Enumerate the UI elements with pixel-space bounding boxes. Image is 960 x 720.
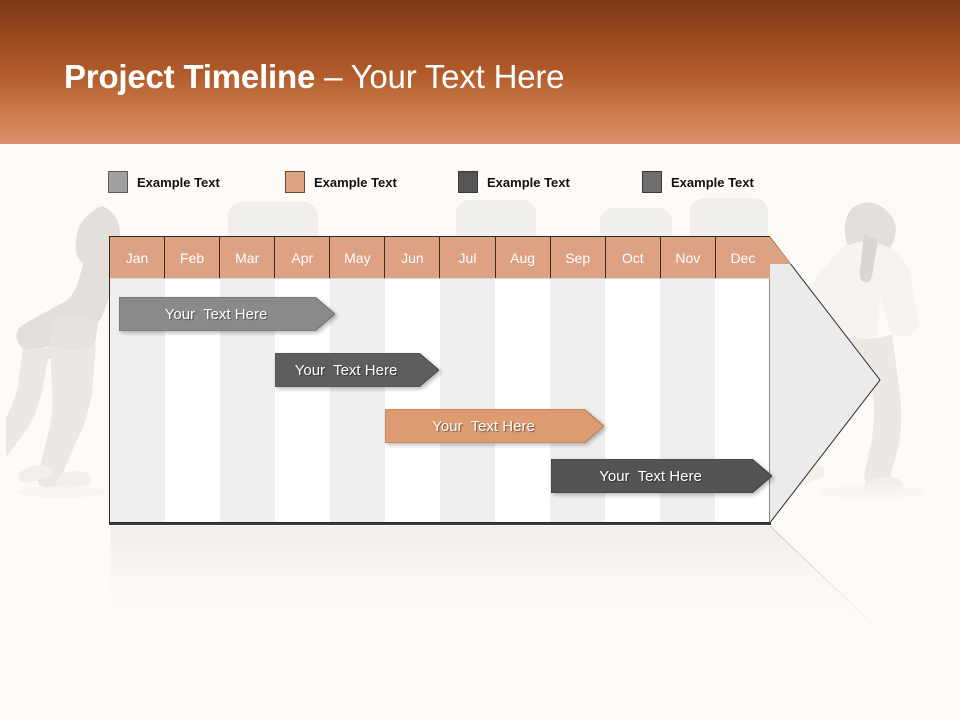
timeline-chart: Jan Feb Mar Apr May Jun Jul Aug Sep Oct …: [109, 236, 772, 523]
legend-label-4: Example Text: [671, 174, 754, 190]
task-bar-2[interactable]: Your Text Here: [275, 353, 439, 387]
legend-item-2[interactable]: Example Text: [285, 168, 397, 196]
month-cell-sep[interactable]: Sep: [550, 237, 606, 278]
legend-swatch-icon-2: [285, 171, 305, 193]
column-stripe: [165, 237, 220, 522]
legend-item-4[interactable]: Example Text: [642, 168, 754, 196]
chart-bottom-rule: [109, 523, 771, 525]
header-band: [0, 0, 960, 144]
month-cell-feb[interactable]: Feb: [165, 237, 221, 278]
legend-label-2: Example Text: [314, 174, 397, 190]
page-title-bold: Project Timeline: [64, 58, 316, 95]
task-bar-3[interactable]: Your Text Here: [385, 409, 604, 443]
legend-item-3[interactable]: Example Text: [458, 168, 570, 196]
legend-item-1[interactable]: Example Text: [108, 168, 220, 196]
task-bar-2-label: Your Text Here: [294, 361, 398, 379]
timeline-arrow-head: [769, 236, 881, 524]
month-cell-mar[interactable]: Mar: [220, 237, 276, 278]
month-cell-jun[interactable]: Jun: [385, 237, 441, 278]
legend-label-3: Example Text: [487, 174, 570, 190]
task-bar-1[interactable]: Your Text Here: [119, 297, 335, 331]
chart-reflection: [110, 526, 882, 634]
column-stripe: [495, 237, 550, 522]
page-title-light: Your Text Here: [350, 58, 565, 95]
month-cell-jul[interactable]: Jul: [440, 237, 496, 278]
legend-swatch-icon-3: [458, 171, 478, 193]
month-cell-may[interactable]: May: [330, 237, 386, 278]
month-header-underline: [110, 278, 770, 279]
task-bar-2-shape: [275, 353, 439, 387]
month-cell-dec[interactable]: Dec: [715, 237, 770, 278]
task-bar-1-shape: [119, 297, 335, 331]
month-cell-oct[interactable]: Oct: [605, 237, 661, 278]
month-cell-apr[interactable]: Apr: [275, 237, 331, 278]
column-stripe: [110, 237, 165, 522]
legend-label-1: Example Text: [137, 174, 220, 190]
legend: Example Text Example Text Example Text E…: [108, 168, 808, 196]
column-stripe: [440, 237, 495, 522]
task-bar-3-label: Your Text Here: [432, 417, 535, 435]
task-bar-4-label: Your Text Here: [599, 467, 702, 485]
task-bar-1-label: Your Text Here: [164, 305, 268, 323]
page-title-separator: –: [315, 58, 351, 95]
page-title: Project Timeline – Your Text Here: [64, 58, 564, 96]
month-cell-aug[interactable]: Aug: [495, 237, 551, 278]
legend-swatch-icon-1: [108, 171, 128, 193]
column-stripe: [220, 237, 275, 522]
legend-swatch-icon-4: [642, 171, 662, 193]
task-bar-3-shape: [385, 409, 604, 443]
month-cell-jan[interactable]: Jan: [110, 237, 166, 278]
month-header-row: Jan Feb Mar Apr May Jun Jul Aug Sep Oct …: [110, 237, 770, 278]
task-bar-4[interactable]: Your Text Here: [551, 459, 772, 493]
month-cell-nov[interactable]: Nov: [660, 237, 716, 278]
task-bar-4-shape: [551, 459, 772, 493]
